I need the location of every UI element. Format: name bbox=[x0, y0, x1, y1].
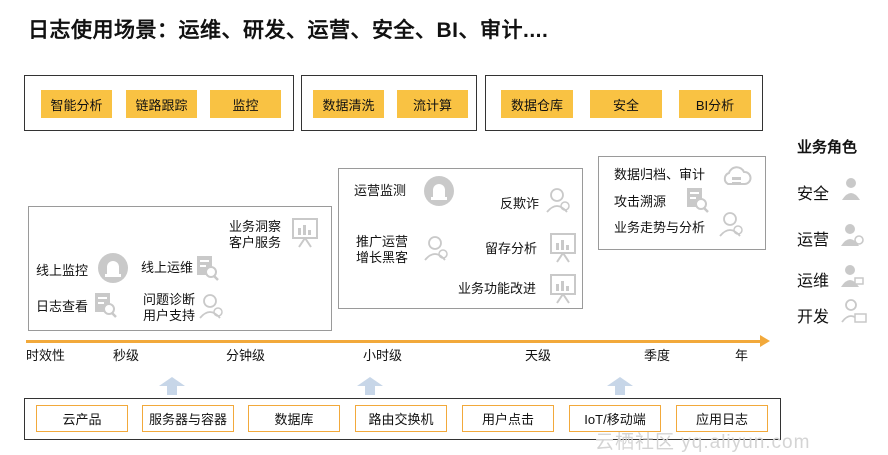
panel-realtime bbox=[28, 206, 332, 331]
up-arrow-icon bbox=[159, 377, 185, 395]
label-anti-fraud: 反欺诈 bbox=[500, 196, 540, 211]
role-devops: 运维 bbox=[797, 273, 830, 290]
source-routers-switches[interactable]: 路由交换机 bbox=[355, 405, 447, 432]
alarm-icon bbox=[98, 253, 128, 283]
pill-trace[interactable]: 链路跟踪 bbox=[126, 90, 197, 118]
timeline-label-minutes: 分钟级 bbox=[226, 348, 266, 363]
document-search-icon bbox=[687, 188, 709, 213]
label-promo-ops: 推广运营 bbox=[356, 234, 409, 249]
developer-person-icon bbox=[841, 299, 867, 323]
source-iot-mobile[interactable]: IoT/移动端 bbox=[569, 405, 661, 432]
log-document-icon bbox=[95, 293, 117, 318]
source-user-clicks[interactable]: 用户点击 bbox=[462, 405, 554, 432]
timeline-label-season: 季度 bbox=[644, 348, 671, 363]
timeline-label-timeliness: 时效性 bbox=[26, 348, 66, 363]
timeline-label-seconds: 秒级 bbox=[113, 348, 140, 363]
pill-data-cleaning[interactable]: 数据清洗 bbox=[313, 90, 384, 118]
source-database[interactable]: 数据库 bbox=[248, 405, 340, 432]
up-arrow-icon bbox=[607, 377, 633, 395]
role-security: 安全 bbox=[797, 186, 830, 203]
dashboard-icon bbox=[550, 233, 576, 263]
watermark: 云栖社区 yq.aliyun.com bbox=[595, 432, 811, 453]
alarm-icon bbox=[424, 176, 454, 206]
label-archive-audit: 数据归档、审计 bbox=[614, 167, 706, 182]
up-arrow-icon bbox=[357, 377, 383, 395]
pill-stream-compute[interactable]: 流计算 bbox=[397, 90, 468, 118]
label-ops-monitor: 运营监测 bbox=[354, 183, 407, 198]
operations-person-icon bbox=[841, 224, 864, 246]
role-developer: 开发 bbox=[797, 309, 830, 326]
timeline-label-hours: 小时级 bbox=[363, 348, 403, 363]
document-search-icon bbox=[197, 256, 219, 281]
pill-monitor[interactable]: 监控 bbox=[210, 90, 281, 118]
label-biz-trend: 业务走势与分析 bbox=[614, 220, 706, 235]
timeline-label-year: 年 bbox=[735, 348, 749, 363]
data-sources-container bbox=[24, 398, 781, 440]
label-feature-improve: 业务功能改进 bbox=[458, 281, 537, 296]
devops-person-icon bbox=[841, 265, 864, 287]
label-log-view: 日志查看 bbox=[36, 299, 89, 314]
label-retention: 留存分析 bbox=[485, 241, 538, 256]
source-servers-containers[interactable]: 服务器与容器 bbox=[142, 405, 234, 432]
timeline-label-days: 天级 bbox=[525, 348, 552, 363]
growth-person-icon bbox=[424, 236, 448, 261]
timeline-axis bbox=[26, 340, 764, 343]
dashboard-icon bbox=[550, 274, 576, 304]
label-attack-trace: 攻击溯源 bbox=[614, 194, 667, 209]
pill-security[interactable]: 安全 bbox=[590, 90, 662, 118]
roles-title: 业务角色 bbox=[797, 139, 858, 156]
pill-data-warehouse[interactable]: 数据仓库 bbox=[501, 90, 573, 118]
analyst-person-icon bbox=[719, 212, 743, 237]
label-online-ops: 线上运维 bbox=[141, 260, 194, 275]
group-warehouse bbox=[485, 75, 763, 131]
role-operations: 运营 bbox=[797, 232, 830, 249]
panel-hourly bbox=[338, 168, 583, 309]
support-person-icon bbox=[199, 294, 223, 319]
dashboard-icon bbox=[292, 218, 318, 248]
pill-smart-analysis[interactable]: 智能分析 bbox=[41, 90, 112, 118]
label-customer-service: 客户服务 bbox=[229, 235, 282, 250]
cloud-storage-icon bbox=[723, 166, 752, 185]
security-person-icon bbox=[842, 178, 860, 200]
label-user-support: 用户支持 bbox=[143, 308, 196, 323]
label-biz-insight: 业务洞察 bbox=[229, 219, 282, 234]
source-app-logs[interactable]: 应用日志 bbox=[676, 405, 768, 432]
timeline-arrowhead bbox=[760, 335, 770, 347]
label-online-monitor: 线上监控 bbox=[36, 263, 89, 278]
label-growth-hacker: 增长黑客 bbox=[356, 250, 409, 265]
group-analysis bbox=[24, 75, 294, 131]
group-processing bbox=[301, 75, 477, 131]
source-cloud-products[interactable]: 云产品 bbox=[36, 405, 128, 432]
pill-bi-analysis[interactable]: BI分析 bbox=[679, 90, 751, 118]
label-diagnosis: 问题诊断 bbox=[143, 292, 196, 307]
page-title: 日志使用场景：运维、研发、运营、安全、BI、审计.... bbox=[28, 19, 549, 42]
fraud-person-icon bbox=[546, 188, 570, 213]
